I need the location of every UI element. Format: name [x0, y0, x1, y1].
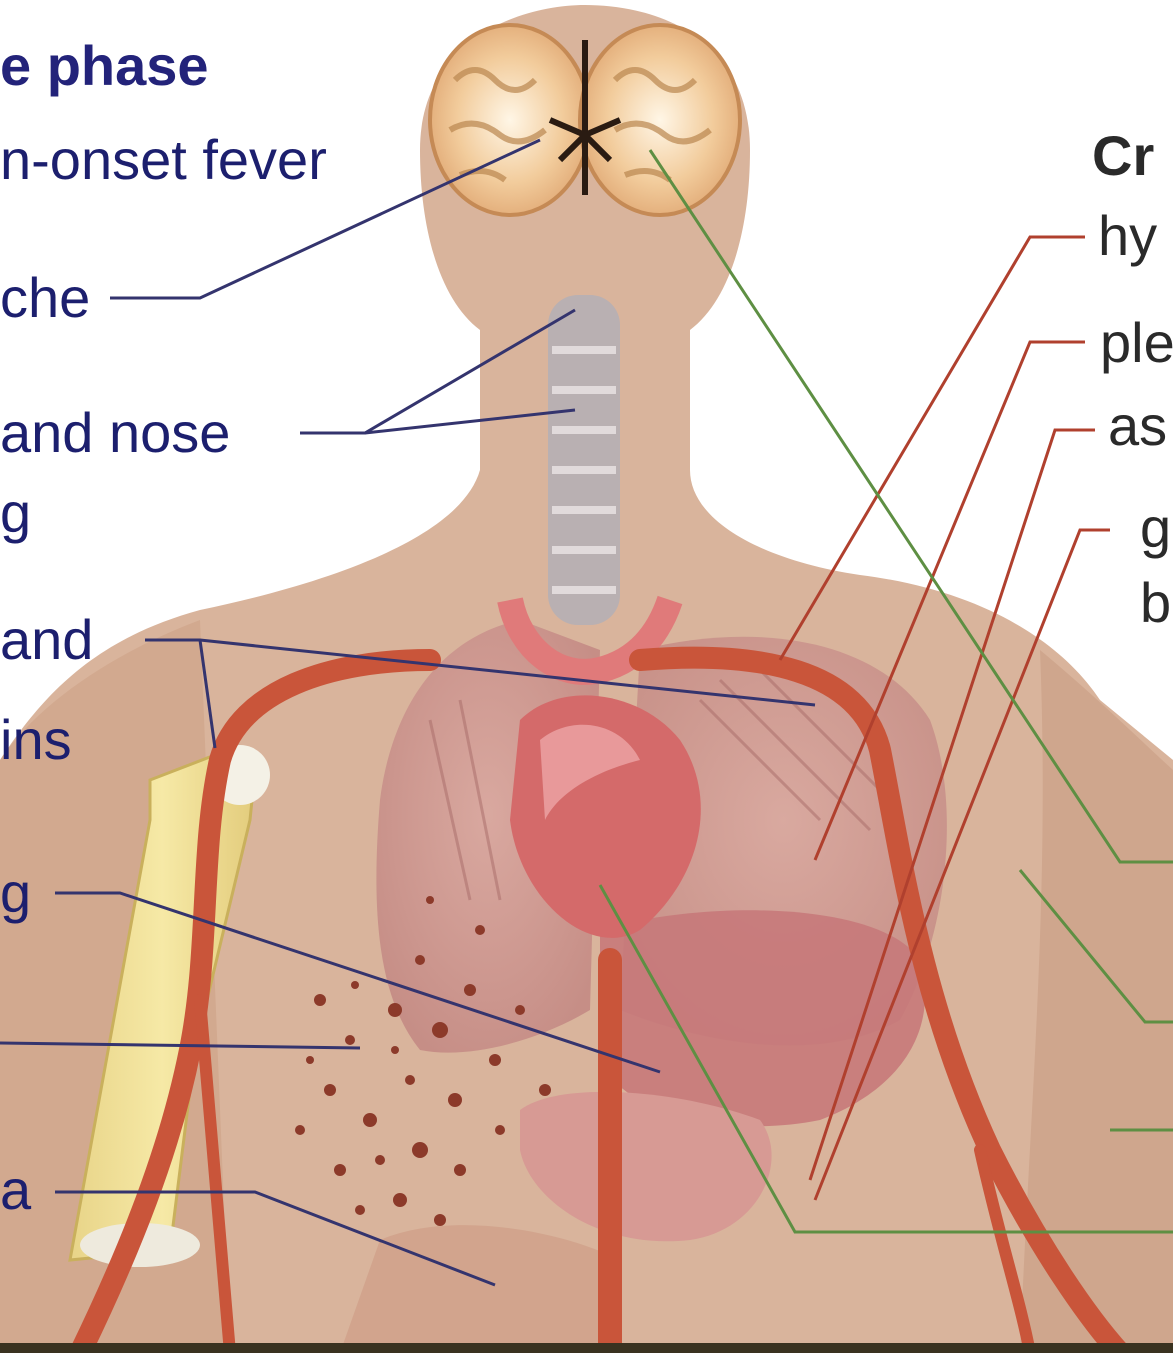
label-hy: hy [1098, 208, 1157, 264]
label-throat-nose-line2: g [0, 485, 31, 541]
label-ple: ple [1100, 315, 1173, 371]
acute-phase-title: e phase [0, 38, 209, 94]
label-fever: n-onset fever [0, 132, 327, 188]
brain-left-hemisphere [430, 25, 590, 215]
label-b-line2: b [1140, 575, 1171, 631]
label-joint-line2: ins [0, 712, 72, 768]
intestines [340, 1225, 620, 1353]
label-joint-line1: and [0, 612, 93, 668]
trachea [548, 295, 620, 625]
label-row-g: g [0, 865, 31, 921]
label-as: as [1108, 398, 1167, 454]
label-headache: che [0, 270, 90, 326]
trachea-rings [552, 350, 616, 590]
label-g-line1: g [1140, 500, 1171, 556]
brain [430, 25, 740, 215]
label-throat-nose: and nose [0, 405, 230, 461]
bottom-border [0, 1343, 1173, 1353]
chronic-phase-title: Cr [1092, 128, 1154, 184]
trachea-tube [548, 295, 620, 625]
brain-right-hemisphere [580, 25, 740, 215]
label-row-a: a [0, 1162, 31, 1218]
